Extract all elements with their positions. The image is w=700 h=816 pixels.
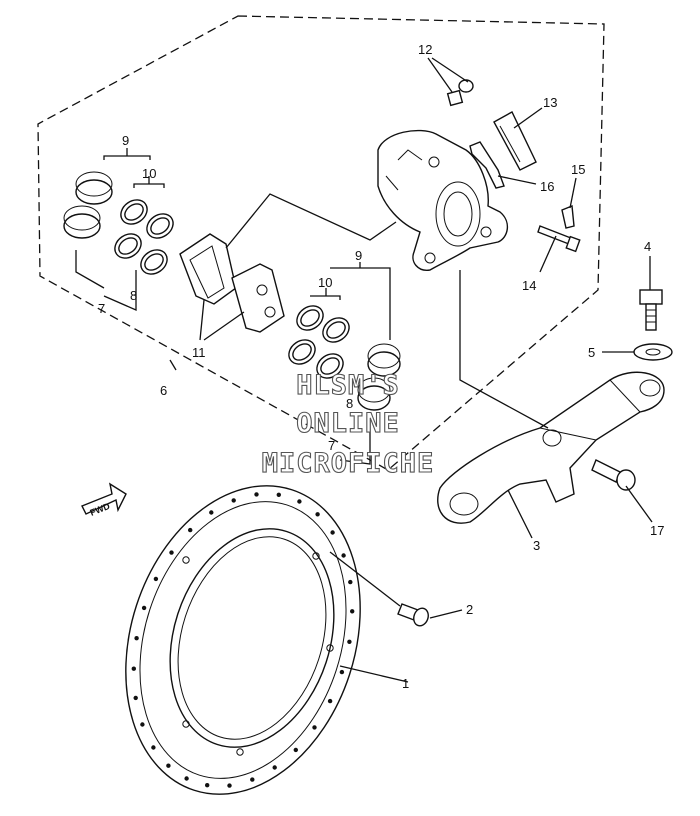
label-8-left: 8 bbox=[130, 288, 137, 303]
label-6: 6 bbox=[160, 383, 167, 398]
brake-pad-inner bbox=[231, 263, 285, 333]
disc-hole bbox=[330, 530, 335, 535]
piston-seal bbox=[150, 217, 170, 235]
disc-hole bbox=[347, 639, 352, 644]
disc-hole bbox=[188, 527, 193, 533]
svg-text:ONLINE: ONLINE bbox=[296, 408, 400, 439]
disc-mount-hole bbox=[312, 552, 320, 560]
label-1: 1 bbox=[402, 676, 409, 691]
piston-seal bbox=[326, 321, 346, 339]
disc-hole bbox=[348, 579, 353, 585]
disc-mount-hole bbox=[326, 644, 334, 652]
bracket-bolt bbox=[639, 289, 663, 331]
leader-lines bbox=[75, 57, 653, 683]
callout-labels: 1 2 3 4 5 6 7 8 9 10 11 12 13 14 15 16 1… bbox=[98, 42, 664, 691]
svg-text:MICROFICHE: MICROFICHE bbox=[262, 448, 435, 479]
disc-bolt bbox=[397, 603, 429, 627]
caliper-assembly-boundary bbox=[37, 15, 605, 471]
disc-hole bbox=[250, 777, 255, 782]
label-9-left: 9 bbox=[122, 133, 129, 148]
piston bbox=[63, 205, 101, 239]
piston-seal bbox=[292, 343, 312, 361]
disc-mount-hole bbox=[236, 748, 244, 756]
pin-clip bbox=[561, 205, 575, 229]
piston bbox=[357, 377, 391, 411]
washer bbox=[633, 343, 673, 361]
disc-hole bbox=[169, 550, 174, 555]
disc-hole bbox=[272, 765, 277, 770]
label-3: 3 bbox=[533, 538, 540, 553]
disc-hole bbox=[209, 510, 214, 515]
disc-hole bbox=[131, 666, 136, 671]
bracket-bolt-lower bbox=[591, 459, 636, 491]
disc-hole bbox=[133, 695, 138, 701]
watermark: HLSM'S ONLINE MICROFICHE bbox=[261, 369, 435, 479]
pad-clip bbox=[469, 141, 505, 189]
disc-hole bbox=[339, 669, 345, 675]
label-17: 17 bbox=[650, 523, 664, 538]
disc-hole bbox=[327, 698, 333, 704]
label-10-right: 10 bbox=[318, 275, 332, 290]
label-11: 11 bbox=[192, 345, 206, 360]
piston-seal bbox=[144, 253, 164, 271]
label-2: 2 bbox=[466, 602, 473, 617]
disc-hole bbox=[231, 498, 236, 503]
label-8-right: 8 bbox=[346, 396, 353, 411]
disc-hole bbox=[205, 783, 210, 788]
disc-mount-hole bbox=[182, 720, 190, 728]
piston bbox=[367, 343, 401, 377]
bleed-screw bbox=[446, 79, 474, 107]
label-7-right: 7 bbox=[328, 438, 335, 453]
piston-seal bbox=[320, 357, 340, 375]
disc-hole bbox=[151, 745, 156, 750]
label-12: 12 bbox=[418, 42, 432, 57]
piston-set-left bbox=[63, 171, 174, 275]
label-13: 13 bbox=[543, 95, 557, 110]
caliper-body bbox=[377, 129, 508, 271]
svg-text:HLSM'S: HLSM'S bbox=[296, 370, 400, 401]
piston-seal bbox=[300, 309, 320, 327]
label-16: 16 bbox=[540, 179, 554, 194]
pad-spring bbox=[493, 111, 537, 171]
label-5: 5 bbox=[588, 345, 595, 360]
label-4: 4 bbox=[644, 239, 651, 254]
label-15: 15 bbox=[571, 162, 585, 177]
label-7-left: 7 bbox=[98, 301, 105, 316]
brake-pad-outer bbox=[179, 233, 237, 305]
label-14: 14 bbox=[522, 278, 536, 293]
disc-mount-hole bbox=[182, 556, 190, 564]
disc-hole bbox=[141, 605, 147, 611]
disc-hole bbox=[276, 492, 281, 497]
disc-hole bbox=[184, 776, 189, 781]
pad-pin bbox=[537, 225, 581, 253]
caliper-bracket bbox=[437, 371, 665, 524]
disc-hole bbox=[227, 783, 232, 788]
piston-seal bbox=[118, 237, 138, 255]
disc-hole bbox=[140, 722, 145, 727]
piston-seal bbox=[124, 203, 144, 221]
disc-hole bbox=[293, 747, 298, 753]
forward-arrow-icon: FWD bbox=[81, 482, 127, 518]
disc-hole bbox=[254, 492, 259, 497]
disc-hole bbox=[153, 576, 159, 582]
label-10-left: 10 bbox=[142, 166, 156, 181]
piston-set-right bbox=[288, 305, 401, 411]
disc-hole bbox=[166, 763, 171, 768]
disc-hole bbox=[341, 553, 346, 558]
brake-disc bbox=[125, 485, 361, 795]
disc-hole bbox=[134, 636, 139, 641]
disc-hole bbox=[315, 512, 320, 517]
piston bbox=[75, 171, 113, 205]
disc-hole bbox=[312, 725, 317, 730]
disc-hole bbox=[297, 499, 302, 504]
disc-hole bbox=[350, 609, 355, 614]
label-9-right: 9 bbox=[355, 248, 362, 263]
